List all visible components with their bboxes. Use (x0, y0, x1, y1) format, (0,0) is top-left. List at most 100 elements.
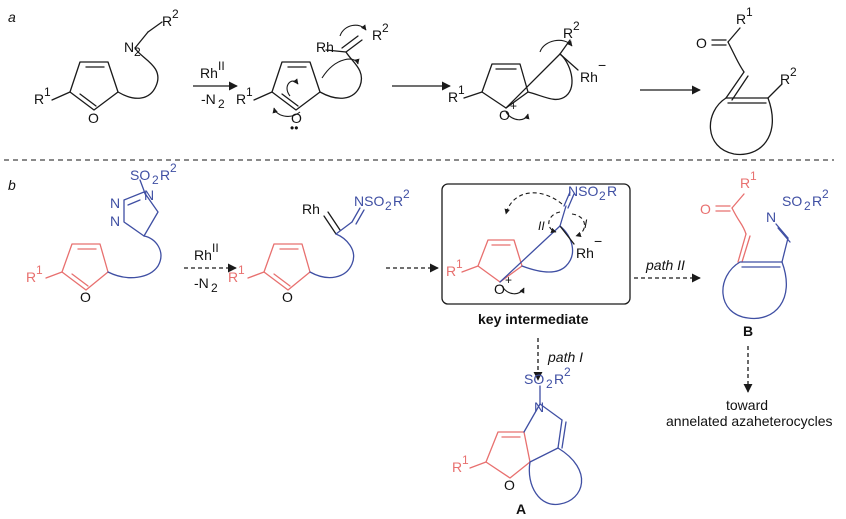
molecule-b2-azavinyl-carbenoid: O R 1 Rh NSO 2 R 2 (228, 187, 410, 305)
b1-r2: R (160, 167, 170, 183)
molecule-a1-diazo-furan: O R 1 N 2 R 2 (34, 7, 179, 126)
a1-n: N (124, 39, 134, 55)
b1-n1: N (144, 187, 154, 203)
b1-r: R (26, 269, 36, 285)
b1-r-sup: 1 (36, 263, 43, 277)
ki-r: R (446, 263, 456, 279)
a1-r2: R (162, 13, 172, 29)
a4-r2-sup: 2 (790, 65, 797, 79)
b2-nso2-sub: 2 (385, 199, 392, 213)
arrow-path-I: path I (533, 338, 583, 381)
a3-r-sup: 1 (458, 83, 465, 97)
b-catalyst-ox: II (212, 241, 219, 255)
b2-nso2: NSO (354, 193, 384, 209)
b-so2: SO (782, 193, 802, 209)
ki-path-I-roman: I (584, 217, 588, 231)
b-catalyst: Rh (194, 247, 212, 263)
key-intermediate-label: key intermediate (478, 311, 589, 327)
a4-r2: R (780, 71, 790, 87)
molecule-b-azatriene: O R 1 N SO 2 R 2 (700, 169, 829, 320)
b1-n2: N (110, 195, 120, 211)
a-r2: R (554, 371, 564, 387)
b1-r2-sup: 2 (170, 161, 177, 175)
b2-r-sup: 1 (238, 263, 245, 277)
b1-oxygen: O (80, 289, 91, 305)
arrow-a-step1: Rh II -N 2 (193, 59, 238, 111)
a-so2: SO (524, 371, 544, 387)
a-byproduct: -N (201, 91, 216, 107)
a3-r2: R (563, 25, 573, 41)
ki-r-sup: 1 (456, 257, 463, 271)
b-imine-n: N (766, 209, 776, 225)
panel-a-label: a (8, 9, 16, 25)
ki-oxygen: O (494, 281, 505, 297)
a3-minus: − (598, 57, 606, 73)
a-catalyst-ox: II (218, 59, 225, 73)
annelated-label: annelated azaheterocycles (666, 413, 833, 429)
b2-r2: R (393, 193, 403, 209)
a1-r: R (34, 91, 44, 107)
b-r1-sup: 1 (750, 169, 757, 183)
ki-nso2-sub: 2 (599, 189, 606, 203)
a2-oxygen: O (291, 110, 302, 126)
ki-path-II-roman: II (538, 219, 545, 233)
a-byproduct-sub: 2 (218, 97, 225, 111)
b1-n3: N (110, 213, 120, 229)
b2-rh: Rh (302, 201, 320, 217)
a2-r: R (236, 91, 246, 107)
a3-rh: Rh (580, 69, 598, 85)
a-n: N (534, 399, 544, 415)
molecule-a2-carbenoid: O •• R 1 Rh R 2 (236, 21, 389, 135)
a-r: R (452, 459, 462, 475)
b1-so2: SO (130, 167, 150, 183)
a2-r2: R (372, 27, 382, 43)
a-r-sup: 1 (462, 453, 469, 467)
a3-r2-sup: 2 (573, 19, 580, 33)
ki-plus: + (505, 273, 512, 287)
a4-r1: R (736, 11, 746, 27)
compound-a-label: A (516, 501, 526, 517)
ki-r2: R (607, 183, 617, 199)
path-I-label: path I (547, 349, 583, 365)
ki-nso2: NSO (568, 183, 598, 199)
ki-minus: − (594, 233, 602, 249)
ki-rh: Rh (576, 245, 594, 261)
a-r2-sup: 2 (564, 365, 571, 379)
a4-r1-sup: 1 (746, 5, 753, 19)
a1-n-sub: 2 (134, 45, 141, 59)
a2-lone-pair: •• (290, 121, 298, 135)
b-byproduct: -N (194, 275, 209, 291)
molecule-a3-oxonium: O + R 1 R 2 Rh − (448, 19, 606, 123)
arrow-path-II: path II (634, 257, 701, 283)
b-r1: R (740, 175, 750, 191)
panel-b-label: b (8, 177, 16, 193)
a2-r2-sup: 2 (382, 21, 389, 35)
b-oxygen: O (700, 201, 711, 217)
b-r2: R (812, 193, 822, 209)
b2-r2-sup: 2 (403, 187, 410, 201)
key-intermediate-box (441, 183, 631, 305)
a-so2-sub: 2 (546, 377, 553, 391)
b-byproduct-sub: 2 (211, 281, 218, 295)
a2-rh: Rh (316, 39, 334, 55)
a1-oxygen: O (88, 110, 99, 126)
a1-r-sup: 1 (44, 85, 51, 99)
b1-so2-sub: 2 (152, 173, 159, 187)
molecule-key-intermediate: O + R 1 Rh − NSO 2 R II I (446, 183, 617, 297)
a-oxygen: O (504, 477, 515, 493)
a3-plus: + (510, 99, 517, 113)
a4-oxygen: O (696, 35, 707, 51)
a3-oxygen: O (499, 107, 510, 123)
molecule-a4-dienone: O R 1 R 2 (696, 5, 797, 156)
b2-oxygen: O (282, 289, 293, 305)
arrow-b-step1: Rh II -N 2 (184, 241, 237, 295)
b-so2-sub: 2 (804, 199, 811, 213)
a-catalyst: Rh (200, 65, 218, 81)
a2-r-sup: 1 (246, 85, 253, 99)
b-r2-sup: 2 (822, 187, 829, 201)
b2-r: R (228, 269, 238, 285)
molecule-b1-triazole-furan: O R 1 N N N SO 2 R 2 (26, 161, 177, 305)
molecule-a-fused-pyrrole: O R 1 N SO 2 R 2 (452, 365, 583, 506)
toward-label: toward (726, 397, 768, 413)
